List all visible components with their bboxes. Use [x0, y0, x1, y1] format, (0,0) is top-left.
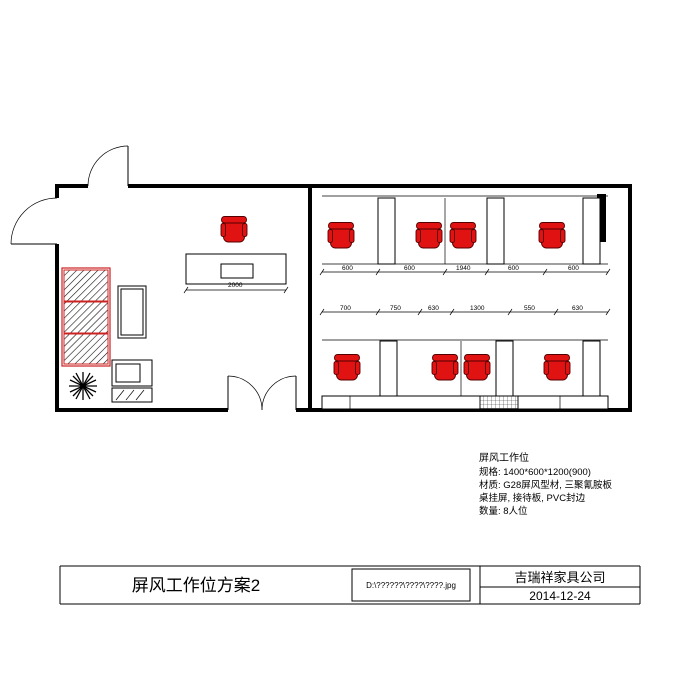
spec-title: 屏风工作位	[479, 451, 529, 464]
office-chair	[431, 354, 459, 381]
dim-label: 630	[572, 305, 583, 312]
dim-label: 630	[428, 305, 439, 312]
office-chair	[463, 354, 491, 381]
spec-line: 数量: 8人位	[479, 505, 528, 517]
dim-label: 600	[404, 265, 415, 272]
drawing-title: 屏风工作位方案2	[132, 576, 260, 595]
bottom-counter	[321, 395, 609, 410]
sofa-cushion	[63, 301, 109, 334]
dim-label: 1300	[470, 305, 485, 312]
dimensions: 2000 600 600 1940 600 600 700 750 630 13…	[183, 265, 611, 316]
file-path-text: D:\??????\????\????.jpg	[366, 581, 456, 590]
desk-partition	[582, 197, 601, 265]
dim-label: 750	[390, 305, 401, 312]
company-name: 吉瑞祥家具公司	[514, 570, 605, 585]
dim-label: 600	[508, 265, 519, 272]
double-door-left-arc	[227, 375, 263, 411]
counter-hatched-unit	[479, 395, 519, 410]
doors	[10, 145, 297, 411]
coffee-table-inner	[120, 288, 144, 336]
side-cabinet	[111, 387, 153, 403]
desk-partition	[379, 340, 398, 404]
office-chair	[415, 222, 443, 249]
file-path-box	[351, 568, 471, 602]
spec-line: 材质: G28屏风型材, 三聚氰胺板	[479, 479, 613, 491]
office-chair	[333, 354, 361, 381]
workstation-area	[321, 195, 609, 410]
plant	[69, 372, 97, 400]
sofa-cushion	[63, 269, 109, 302]
spec-line: 桌挂屏, 接待板, PVC封边	[479, 492, 586, 504]
desk-partition	[582, 340, 601, 404]
dim-label: 2000	[228, 282, 243, 289]
desk-partition	[377, 197, 396, 265]
dim-label: 600	[342, 265, 353, 272]
reception-desk-drawer	[220, 263, 254, 279]
double-door-right-arc	[261, 375, 297, 411]
office-chair	[543, 354, 571, 381]
door-left-arc	[10, 197, 58, 245]
sofa-outline	[61, 267, 111, 367]
desk-partition	[495, 340, 514, 404]
reception-chair	[220, 216, 248, 243]
side-table-inner	[115, 363, 141, 383]
left-room	[61, 216, 287, 403]
office-chair	[449, 222, 477, 249]
spec-line: 规格: 1400*600*1200(900)	[479, 466, 591, 478]
wall-stub	[597, 194, 606, 242]
drawing-date: 2014-12-24	[529, 589, 591, 603]
spec-block: 屏风工作位 规格: 1400*600*1200(900) 材质: G28屏风型材…	[479, 451, 613, 517]
door-top-arc	[87, 145, 129, 187]
office-chair	[538, 222, 566, 249]
sofa-cushion	[63, 333, 109, 365]
dim-label: 550	[524, 305, 535, 312]
desk-partition	[486, 197, 505, 265]
title-block: 屏风工作位方案2 D:\??????\????\????.jpg 吉瑞祥家具公司…	[59, 565, 641, 605]
walls	[55, 184, 632, 412]
dim-label: 600	[568, 265, 579, 272]
dim-label: 1940	[456, 265, 471, 272]
office-chair	[327, 222, 355, 249]
dim-label: 700	[340, 305, 351, 312]
